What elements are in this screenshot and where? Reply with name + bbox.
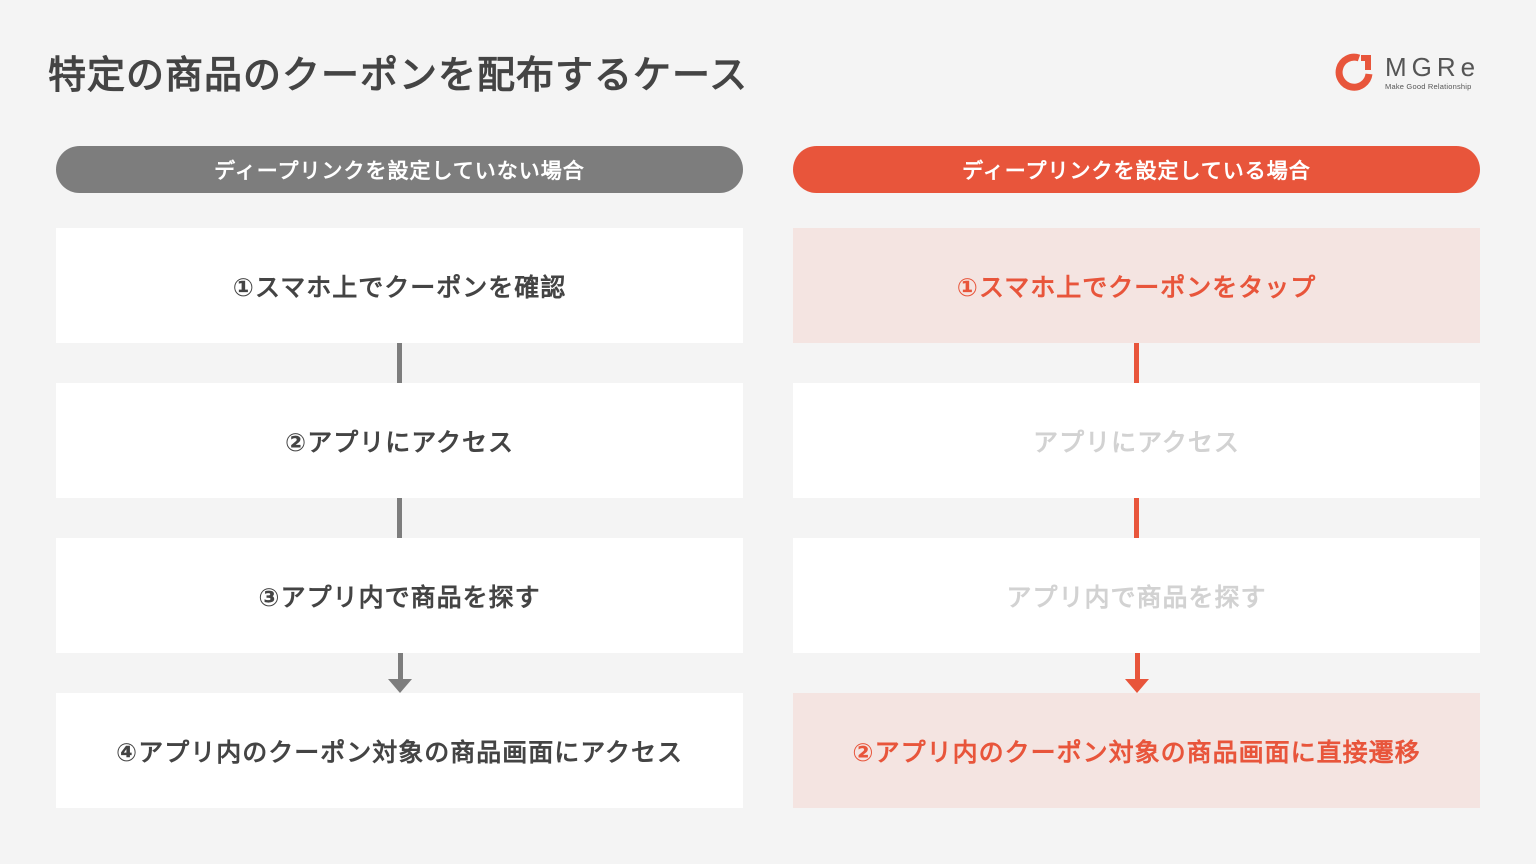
connector-line: [397, 343, 402, 383]
flow-step-skipped: アプリ内で商品を探す: [793, 538, 1480, 653]
column-header-with-deeplink: ディープリンクを設定している場合: [793, 146, 1480, 193]
logo-tagline: Make Good Relationship: [1385, 81, 1472, 91]
arrow-down-icon: [388, 653, 412, 693]
flow-step: ③アプリ内で商品を探す: [56, 538, 743, 653]
logo-name: MGRe: [1385, 51, 1481, 82]
flow-step-active: ②アプリ内のクーポン対象の商品画面に直接遷移: [793, 693, 1480, 808]
flow-step: ①スマホ上でクーポンを確認: [56, 228, 743, 343]
column-with-deeplink: ディープリンクを設定している場合 ①スマホ上でクーポンをタップ アプリにアクセス…: [793, 146, 1480, 808]
connector-line: [397, 498, 402, 538]
mgre-logo: MGRe Make Good Relationship: [1335, 52, 1480, 92]
flow-step: ④アプリ内のクーポン対象の商品画面にアクセス: [56, 693, 743, 808]
column-without-deeplink: ディープリンクを設定していない場合 ①スマホ上でクーポンを確認 ②アプリにアクセ…: [56, 146, 743, 808]
arrow-down-icon: [1125, 653, 1149, 693]
flow-step: ②アプリにアクセス: [56, 383, 743, 498]
mgre-logo-icon: [1335, 53, 1373, 91]
column-header-without-deeplink: ディープリンクを設定していない場合: [56, 146, 743, 193]
page-title: 特定の商品のクーポンを配布するケース: [48, 53, 749, 97]
flow-step-active: ①スマホ上でクーポンをタップ: [793, 228, 1480, 343]
connector-line: [1134, 498, 1139, 538]
connector-line: [1134, 343, 1139, 383]
flow-step-skipped: アプリにアクセス: [793, 383, 1480, 498]
